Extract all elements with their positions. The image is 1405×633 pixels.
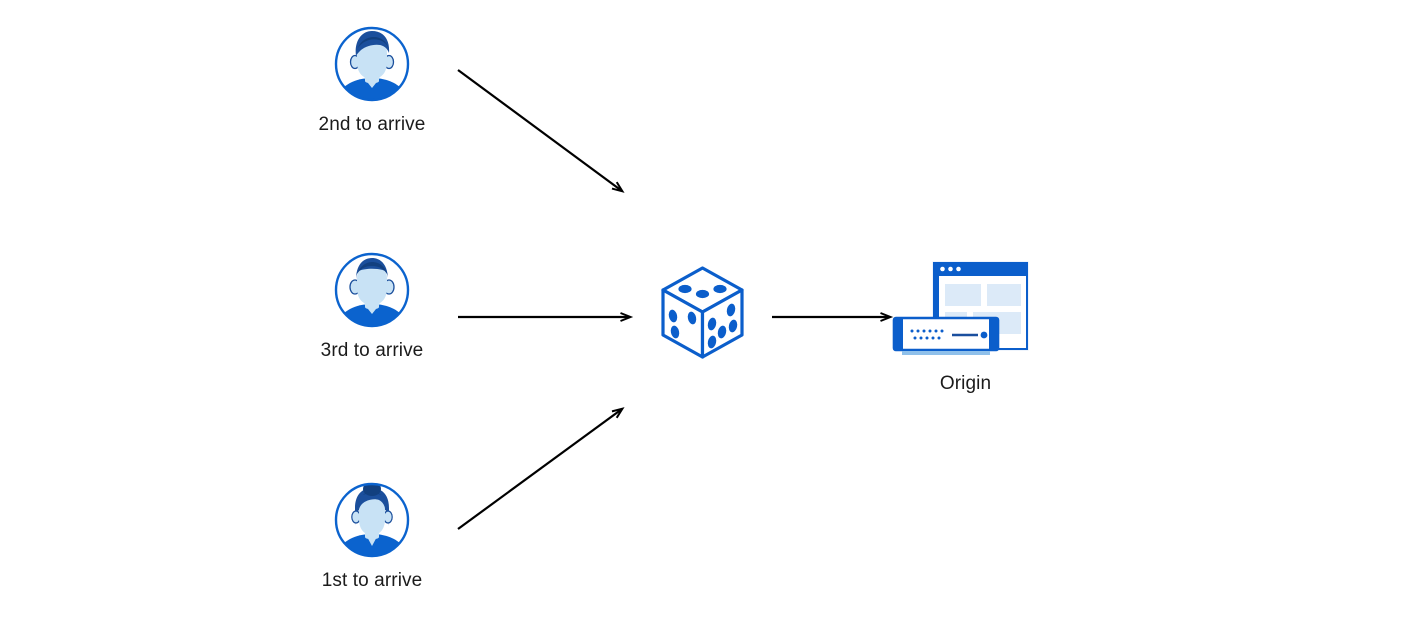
node-label: 3rd to arrive [320, 340, 424, 361]
dice-icon [661, 266, 744, 359]
node-client-2nd[interactable]: 2nd to arrive [305, 24, 439, 135]
origin-server-icon [892, 261, 1029, 355]
node-label: Origin [939, 373, 992, 394]
arrow-1st-to-dice [457, 407, 625, 530]
server-device-icon [892, 316, 1000, 355]
node-label: 2nd to arrive [318, 114, 426, 135]
node-label: 1st to arrive [321, 570, 423, 591]
node-client-1st[interactable]: 1st to arrive [305, 480, 439, 591]
node-origin[interactable]: Origin [888, 256, 1043, 394]
user-avatar-icon [334, 26, 410, 102]
user-avatar-icon [334, 482, 410, 558]
node-dice[interactable] [655, 262, 750, 367]
arrow-2nd-to-dice [457, 69, 625, 193]
user-avatar-icon [334, 252, 410, 328]
node-client-3rd[interactable]: 3rd to arrive [305, 250, 439, 361]
